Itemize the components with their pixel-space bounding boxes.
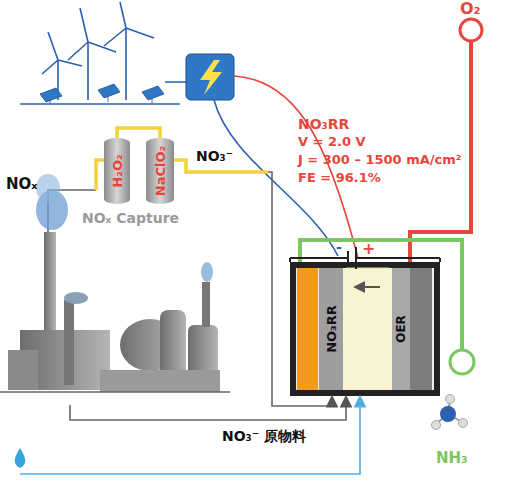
ammonia-molecule: [432, 395, 468, 430]
pipe-connector: [117, 128, 160, 138]
text-label: V = 2.0 V: [298, 135, 366, 150]
text-label: FE = 96.1%: [298, 171, 381, 186]
wind-turbines: [42, 2, 154, 100]
text-label: O₂: [460, 0, 481, 18]
reagent-cylinder: H₂O₂: [104, 138, 130, 204]
text-label: NO₃⁻: [196, 148, 233, 164]
text-label: NOₓ: [6, 176, 38, 193]
cathode-plate: [297, 268, 318, 390]
water-drop: [15, 448, 26, 468]
electrode-region: OER: [392, 268, 410, 390]
text-label: NOₓ Capture: [82, 210, 179, 226]
text-label: NO₃RR: [298, 116, 349, 132]
electrode-region: NO₃RR: [319, 268, 343, 390]
node-text: OER: [395, 315, 407, 343]
svg-text:+: +: [362, 239, 375, 258]
solar-panels: [40, 84, 164, 104]
lightning-symbol: [200, 60, 222, 95]
power-box: [186, 54, 234, 100]
electrolyzer-housing: [290, 262, 440, 396]
factory: [0, 174, 230, 392]
text-label: NH₃: [436, 450, 468, 467]
node-text: NO₃RR: [325, 305, 338, 353]
node-text: NaClO₂: [154, 146, 167, 196]
svg-text:-: -: [336, 239, 342, 255]
text-label: NO₃⁻ 原物料: [222, 428, 306, 444]
anode-plate: [410, 268, 432, 390]
text-label: J = 300 – 1500 mA/cm²: [298, 153, 461, 168]
node-text: H₂O₂: [111, 154, 124, 187]
reagent-cylinder: NaClO₂: [146, 138, 174, 204]
membrane: [343, 268, 392, 390]
